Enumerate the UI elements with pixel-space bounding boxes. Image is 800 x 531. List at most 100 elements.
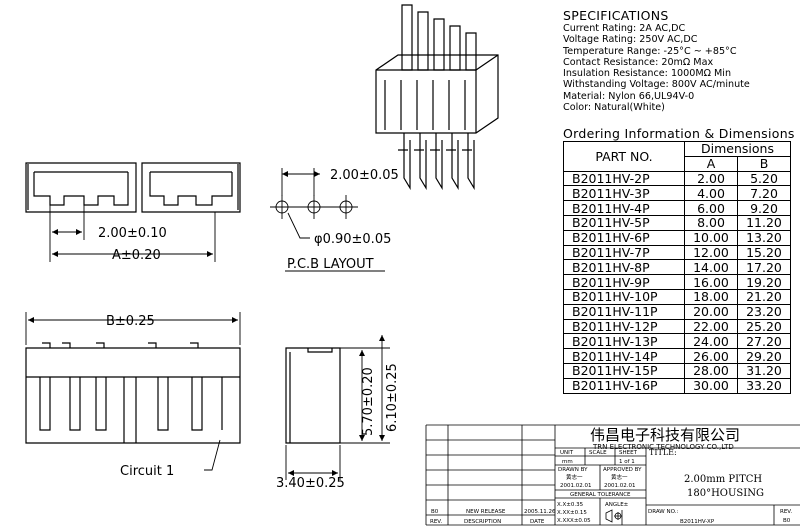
- projection-symbol-icon: [605, 509, 622, 523]
- part-no-header: PART NO.: [563, 141, 685, 172]
- dim-a-cell: 30.00: [684, 377, 738, 394]
- part-number-cell: B2011HV-7P: [563, 244, 685, 261]
- hole-diameter-label: φ0.90±0.05: [314, 232, 391, 247]
- dim-a-cell: 4.00: [684, 185, 738, 202]
- date-column-header: DATE: [530, 519, 545, 525]
- tolerance-3: X.XXX±0.05: [557, 518, 591, 524]
- dim-a-cell: 18.00: [684, 288, 738, 305]
- connector-iso-view: [375, 4, 499, 191]
- dim-b-cell: 15.20: [737, 244, 791, 261]
- part-number-cell: B2011HV-3P: [563, 185, 685, 202]
- drawn-by-label: DRAWN BY: [558, 467, 588, 473]
- dim-a-cell: 28.00: [684, 362, 738, 379]
- part-number-cell: B2011HV-2P: [563, 170, 685, 187]
- spec-line: Material: Nylon 66,UL94V-0: [563, 90, 695, 102]
- dim-b-cell: 17.20: [737, 259, 791, 276]
- tolerance-1: X.X±0.35: [557, 502, 584, 508]
- revision-code: B0: [431, 509, 439, 515]
- dim-a-cell: 20.00: [684, 303, 738, 320]
- col-a-header: A: [684, 155, 738, 172]
- dim-b-label: B±0.25: [106, 314, 155, 329]
- dim-b-cell: 5.20: [737, 170, 791, 187]
- company-name-cn: 伟昌电子科技有限公司: [590, 426, 740, 444]
- pcb-pitch-label: 2.00±0.05: [330, 168, 399, 183]
- dim-a-cell: 6.00: [684, 200, 738, 216]
- dim-b-cell: 33.20: [737, 377, 791, 394]
- title-line-1: 2.00mm PITCH: [684, 474, 762, 485]
- dim-a-cell: 8.00: [684, 214, 738, 231]
- dim-b-cell: 19.20: [737, 274, 791, 290]
- dim-b-cell: 27.20: [737, 333, 791, 350]
- dim-a-cell: 10.00: [684, 229, 738, 246]
- dim-b-cell: 7.20: [737, 185, 791, 202]
- unit-value: mm: [562, 459, 573, 465]
- part-number-cell: B2011HV-16P: [563, 377, 685, 394]
- rev-label: REV.: [780, 509, 792, 515]
- dim-b-cell: 23.20: [737, 303, 791, 320]
- depth-label: 3.40±0.25: [276, 476, 345, 491]
- draw-no-value: B2011HV-XP: [680, 519, 715, 525]
- dim-a-cell: 2.00: [684, 170, 738, 187]
- approved-name: 黄志一: [611, 473, 628, 481]
- angle-label: ANGLE±: [605, 502, 629, 508]
- spec-line: Temperature Range: -25°C ~ +85°C: [563, 45, 737, 57]
- part-number-cell: B2011HV-14P: [563, 348, 685, 364]
- dim-b-cell: 25.20: [737, 318, 791, 335]
- part-number-cell: B2011HV-13P: [563, 333, 685, 350]
- spec-line: Color: Natural(White): [563, 102, 665, 114]
- approved-date: 2001.02.01: [604, 483, 636, 489]
- height1-label: 5.70±0.20: [361, 367, 376, 436]
- rev-column-header: REV.: [430, 519, 442, 525]
- housing-top-view: [25, 162, 241, 213]
- dim-b-cell: 11.20: [737, 214, 791, 231]
- dim-b-cell: 31.20: [737, 362, 791, 379]
- revision-date: 2005.11.26: [524, 509, 556, 515]
- col-b-header: B: [737, 155, 791, 172]
- dim-a-cell: 16.00: [684, 274, 738, 290]
- side-view-dimensions: [285, 335, 390, 480]
- dim-a-cell: 24.00: [684, 333, 738, 350]
- revision-description: NEW RELEASE: [466, 509, 506, 515]
- title-label: TITLE:: [649, 448, 677, 457]
- title-block: [425, 424, 800, 526]
- front-view-dimensions: [25, 312, 241, 471]
- height2-label: 6.10±0.25: [385, 363, 400, 432]
- drawn-date: 2001.02.01: [560, 483, 592, 489]
- part-number-cell: B2011HV-6P: [563, 229, 685, 246]
- ordering-title: Ordering Information & Dimensions: [563, 126, 795, 141]
- tolerance-2: X.XX±0.15: [557, 510, 587, 516]
- dim-a-cell: 26.00: [684, 348, 738, 364]
- housing-side-view: [285, 347, 341, 444]
- pcb-layout: [270, 168, 385, 272]
- dim-a-cell: 14.00: [684, 259, 738, 276]
- specifications-block: SPECIFICATIONS Current Rating: 2A AC,DC …: [563, 8, 795, 114]
- pcb-layout-label: P.C.B LAYOUT: [287, 257, 374, 272]
- unit-label: UNIT: [560, 450, 574, 456]
- drawn-name: 黄志一: [566, 473, 583, 481]
- dim-a-cell: 22.00: [684, 318, 738, 335]
- general-tolerance-label: GENERAL TOLERANCE: [570, 492, 631, 498]
- part-number-cell: B2011HV-12P: [563, 318, 685, 335]
- rev-value: B0: [783, 518, 791, 524]
- sheet-value: 1 of 1: [619, 459, 635, 465]
- dim-b-cell: 9.20: [737, 200, 791, 216]
- spec-line: Voltage Rating: 250V AC,DC: [563, 34, 698, 46]
- specifications-heading: SPECIFICATIONS: [563, 8, 669, 23]
- part-number-cell: B2011HV-11P: [563, 303, 685, 320]
- part-number-cell: B2011HV-8P: [563, 259, 685, 276]
- dim-b-cell: 29.20: [737, 348, 791, 364]
- spec-line: Current Rating: 2A AC,DC: [563, 23, 686, 34]
- description-column-header: DESCRIPTION: [464, 519, 501, 525]
- dim-b-cell: 13.20: [737, 229, 791, 246]
